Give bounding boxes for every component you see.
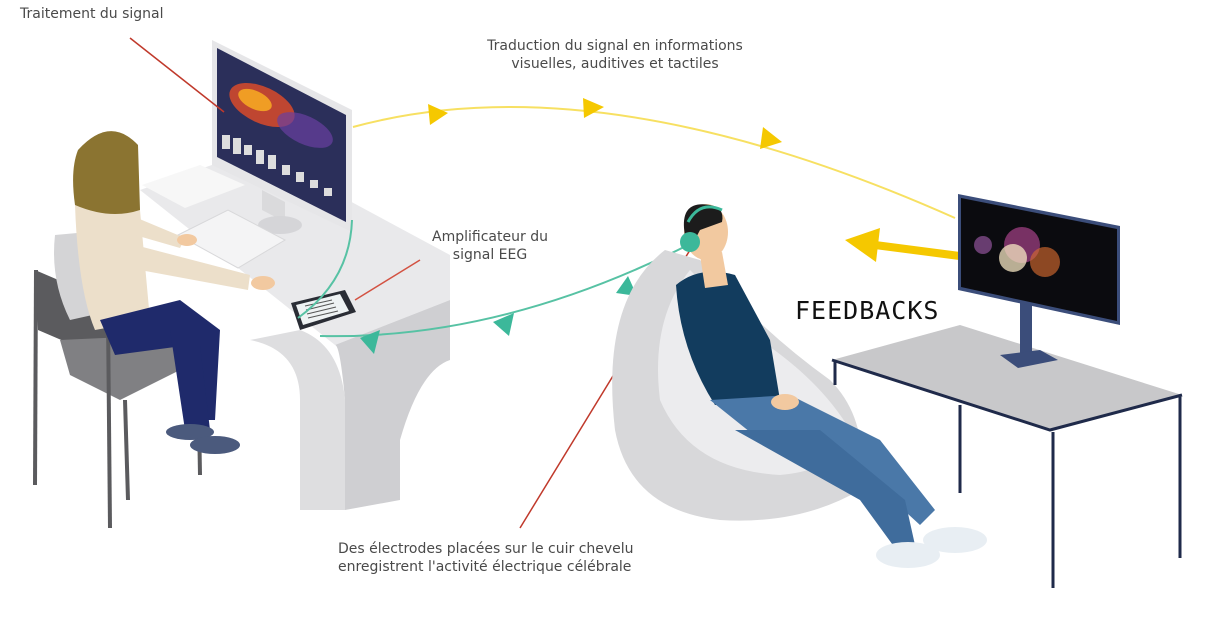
- label-electrodes: Des électrodes placées sur le cuir cheve…: [338, 540, 634, 576]
- yellow-signal-flow: [352, 98, 956, 219]
- label-electrodes-line1: Des électrodes placées sur le cuir cheve…: [338, 541, 634, 557]
- label-signal-translation: Traduction du signal en informations vis…: [455, 37, 775, 73]
- label-eeg-amplifier-line2: signal EEG: [452, 247, 528, 263]
- feedback-monitor: [958, 194, 1120, 325]
- teal-eeg-flow: [297, 219, 689, 354]
- label-feedbacks: FEEDBACKS: [795, 296, 940, 325]
- label-signal-processing: Traitement du signal: [20, 6, 164, 22]
- label-eeg-amplifier-line1: Amplificateur du: [432, 229, 548, 245]
- yellow-feedback-arrow: [845, 228, 976, 262]
- subject-seated: [612, 204, 987, 568]
- eeg-amplifier-device: [291, 290, 356, 330]
- operator-workstation: [33, 40, 450, 529]
- feedback-station: [831, 194, 1183, 588]
- operator-person: [54, 131, 275, 454]
- processing-monitor: [212, 40, 352, 234]
- label-electrodes-line2: enregistrent l'activité électrique céléb…: [338, 559, 632, 575]
- label-signal-translation-line1: Traduction du signal en informations: [487, 38, 743, 54]
- label-signal-translation-line2: visuelles, auditives et tactiles: [511, 56, 719, 72]
- label-eeg-amplifier: Amplificateur du signal EEG: [410, 228, 570, 264]
